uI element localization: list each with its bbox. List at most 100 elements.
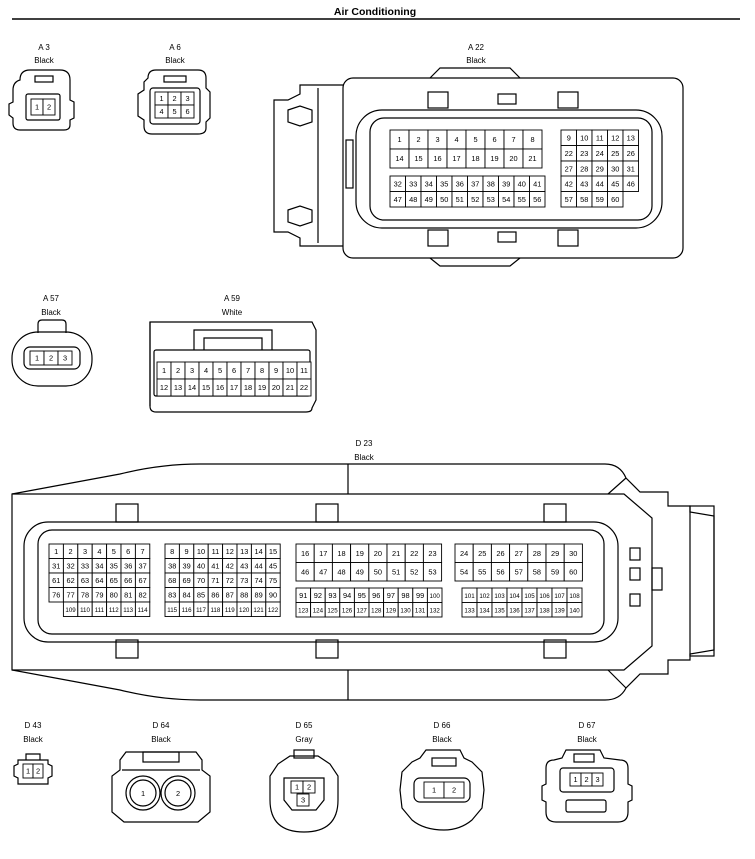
a22-tab — [557, 229, 579, 247]
pin-label: 28 — [533, 549, 541, 558]
d43-id: D 43 — [25, 721, 42, 730]
pin-label: 8 — [260, 366, 264, 375]
pin-label: 1 — [162, 366, 166, 375]
a22-cavity — [369, 117, 653, 221]
a22-bottom-tab — [429, 257, 521, 267]
pin-label: 14 — [188, 383, 196, 392]
pin-label: 59 — [551, 567, 559, 576]
pin-label: 10 — [580, 133, 588, 142]
d23-tab — [315, 503, 339, 523]
pin-label: 10 — [286, 366, 294, 375]
pin-cell — [302, 780, 316, 794]
pin-label: 47 — [394, 195, 402, 204]
pin-label: 2 — [452, 786, 456, 795]
pin-label: 25 — [611, 149, 619, 158]
pin-label: 10 — [197, 547, 205, 556]
pin-label: 9 — [274, 366, 278, 375]
pin-label: 1 — [295, 783, 299, 792]
pin-label: 55 — [478, 567, 486, 576]
pin-label: 27 — [565, 164, 573, 173]
a57-color: Black — [41, 308, 62, 317]
a3-pin-frame — [25, 93, 61, 121]
pin-label: 2 — [69, 547, 73, 556]
pin-label: 23 — [428, 549, 436, 558]
a22-key — [345, 139, 354, 189]
d65-id: D 65 — [296, 721, 313, 730]
pin-label: 47 — [319, 567, 327, 576]
d43-latch — [25, 753, 41, 760]
pin-label: 13 — [627, 133, 635, 142]
pin-label: 16 — [216, 383, 224, 392]
pin-cell — [522, 148, 543, 169]
pin-label: 18 — [337, 549, 345, 558]
pin-label: 64 — [95, 576, 103, 585]
pin-label: 111 — [95, 607, 105, 614]
pin-label: 26 — [496, 549, 504, 558]
pin-label: 48 — [409, 195, 417, 204]
pin-label: 108 — [569, 593, 580, 600]
pin-cell — [443, 781, 465, 799]
pin-label: 15 — [202, 383, 210, 392]
pin-label: 45 — [269, 561, 277, 570]
pin-label: 16 — [301, 549, 309, 558]
pin-label: 12 — [611, 133, 619, 142]
pin-label: 100 — [430, 593, 441, 600]
pin-label: 42 — [565, 179, 573, 188]
d23-nose-edges — [607, 477, 627, 689]
pin-label: 30 — [569, 549, 577, 558]
pin-label: 2 — [176, 366, 180, 375]
d67-id: D 67 — [579, 721, 596, 730]
pin-label: 29 — [551, 549, 559, 558]
pin-label: 130 — [400, 607, 411, 614]
a59-latch-inner — [203, 337, 263, 350]
a6-pin-frame — [149, 87, 201, 125]
d64-socket — [160, 775, 196, 811]
d23-tab — [543, 639, 567, 659]
pin-label: 6 — [492, 135, 496, 144]
pin-label: 21 — [286, 383, 294, 392]
pin-label: 72 — [226, 576, 234, 585]
d66-id: D 66 — [434, 721, 451, 730]
pin-label: 87 — [226, 590, 234, 599]
pin-label: 6 — [232, 366, 236, 375]
pin-label: 28 — [580, 164, 588, 173]
pin-label: 54 — [502, 195, 510, 204]
pin-label: 89 — [254, 590, 262, 599]
pin-label: 32 — [394, 179, 402, 188]
pin-label: 19 — [356, 549, 364, 558]
pin-label: 129 — [386, 607, 397, 614]
pin-label: 31 — [52, 561, 60, 570]
pin-cell — [42, 98, 56, 116]
d65-housing — [269, 755, 339, 833]
d23-rear-block — [689, 505, 715, 657]
pin-label: 26 — [627, 149, 635, 158]
pin-label: 57 — [515, 567, 523, 576]
pin-label: 41 — [533, 179, 541, 188]
a3-latch — [34, 75, 54, 83]
pin-label: 75 — [269, 576, 277, 585]
pin-cell — [32, 763, 44, 779]
pin-label: 36 — [124, 561, 132, 570]
pin-label: 19 — [490, 154, 498, 163]
pin-label: 121 — [253, 607, 264, 614]
pin-label: 70 — [197, 576, 205, 585]
pin-label: 66 — [124, 576, 132, 585]
d23-tab — [115, 503, 139, 523]
pin-label: 136 — [509, 607, 520, 614]
pin-label: 140 — [569, 607, 580, 614]
pin-label: 20 — [272, 383, 280, 392]
pin-label: 2 — [172, 94, 176, 103]
pin-label: 92 — [314, 591, 322, 600]
a22-tab — [497, 231, 517, 243]
pin-label: 62 — [66, 576, 74, 585]
a22-tab — [427, 229, 449, 247]
pin-label: 43 — [240, 561, 248, 570]
pin-label: 98 — [401, 591, 409, 600]
pin-label: 79 — [95, 590, 103, 599]
pin-label: 105 — [524, 593, 535, 600]
pin-label: 43 — [580, 179, 588, 188]
